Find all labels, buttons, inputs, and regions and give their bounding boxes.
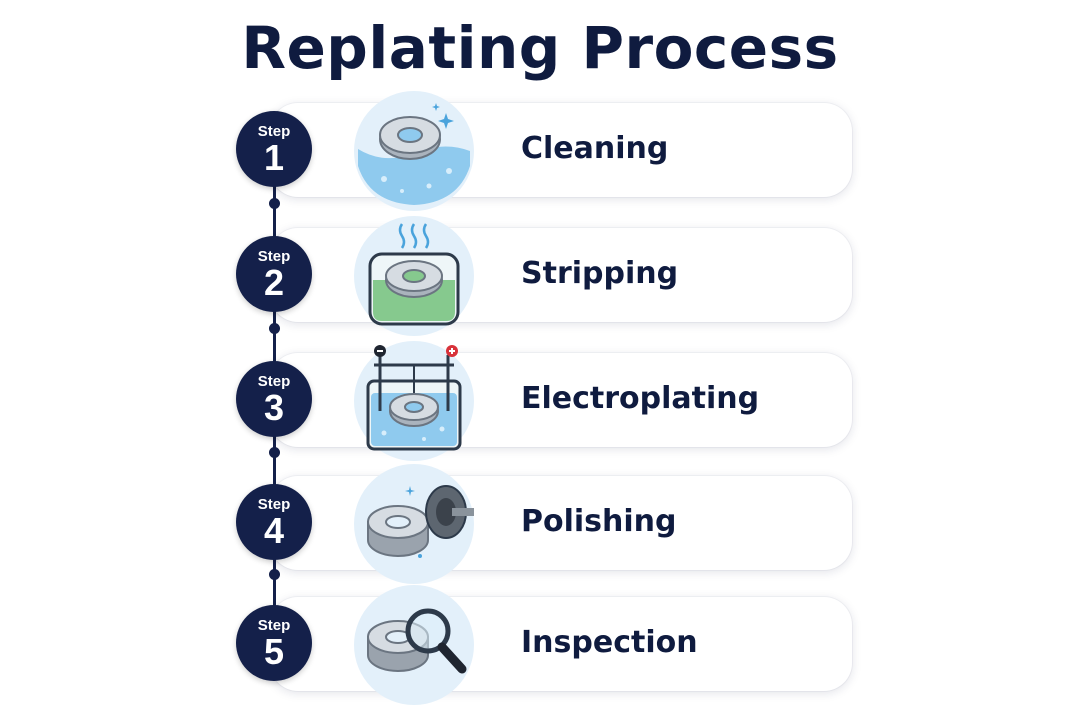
- step-number: 1: [263, 137, 285, 178]
- step-3-row: Step 3 Electroplating: [0, 341, 1080, 463]
- electroplating-tank-icon: [354, 341, 474, 461]
- magnifier-inspection-icon: [354, 585, 474, 705]
- step-number: 4: [263, 510, 285, 551]
- step-word: Step: [257, 373, 291, 390]
- step-5-row: Step 5 Inspection: [0, 585, 1080, 707]
- step-number: 3: [263, 387, 285, 428]
- step-word: Step: [257, 123, 291, 140]
- cleaning-bath-icon: [354, 91, 474, 211]
- step-label: Stripping: [521, 256, 679, 291]
- step-word: Step: [257, 248, 291, 265]
- step-1-row: Step 1 Cleaning: [0, 91, 1080, 213]
- timeline-dot: [269, 198, 280, 209]
- step-number: 5: [263, 631, 285, 672]
- step-label: Inspection: [521, 625, 698, 660]
- step-badge: Step 5: [236, 605, 312, 681]
- page-title: Replating Process: [241, 14, 839, 82]
- step-badge: Step 4: [236, 484, 312, 560]
- timeline-dot: [269, 447, 280, 458]
- step-word: Step: [257, 617, 291, 634]
- stripping-beaker-icon: [354, 216, 474, 336]
- step-label: Cleaning: [521, 131, 669, 166]
- step-badge: Step 1: [236, 111, 312, 187]
- step-word: Step: [257, 496, 291, 513]
- timeline-dot: [269, 569, 280, 580]
- step-badge: Step 2: [236, 236, 312, 312]
- step-2-row: Step 2 Stripping: [0, 216, 1080, 338]
- step-4-row: Step 4 Polishing: [0, 464, 1080, 586]
- step-number: 2: [263, 262, 285, 303]
- step-label: Polishing: [521, 504, 677, 539]
- timeline-dot: [269, 323, 280, 334]
- step-label: Electroplating: [521, 381, 760, 416]
- polishing-wheel-icon: [354, 464, 474, 584]
- step-badge: Step 3: [236, 361, 312, 437]
